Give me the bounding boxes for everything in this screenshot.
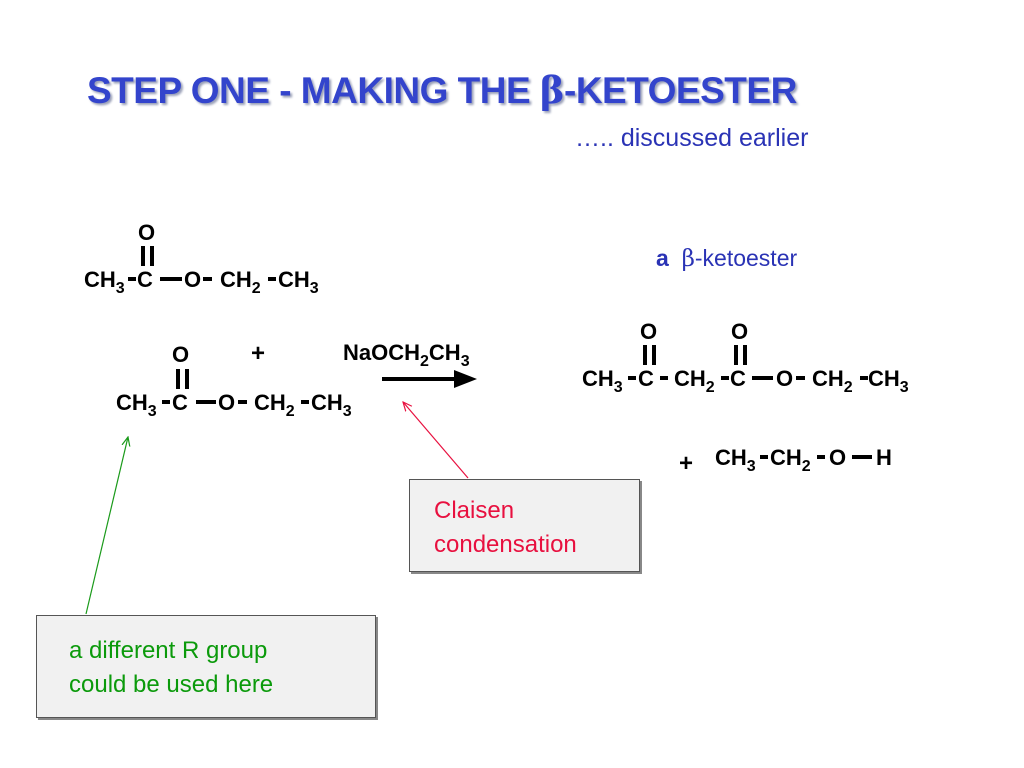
ester-oxygen: O [218,390,236,415]
single-bond [203,277,212,281]
methylene-group: CH2 [770,445,811,475]
single-bond [817,455,825,459]
single-bond [628,376,636,380]
methyl-group: CH3 [116,390,157,420]
carbonyl-oxygen: O [172,342,190,367]
double-bond-right [185,369,189,389]
single-bond [660,376,668,380]
claisen-label-line1: Claisen [434,497,515,524]
double-bond-left [176,369,180,389]
methylene-group: CH2 [674,366,715,396]
single-bond [268,277,276,281]
product-label: a β-ketoester [656,245,798,272]
claisen-pointer-arrow [403,402,469,479]
hydroxyl-oxygen: O [829,445,847,470]
methyl-group: CH3 [715,445,756,475]
methylene-group: CH2 [220,267,261,297]
single-bond [162,400,170,404]
beta-symbol: β [539,68,565,112]
single-bond [852,455,872,459]
methyl-group: CH3 [311,390,352,420]
ester-oxygen: O [776,366,794,391]
methyl-group: CH3 [582,366,623,396]
plus-sign: + [679,450,694,477]
slide-subtitle: ….. discussed earlier [575,124,809,152]
single-bond [721,376,729,380]
carbonyl-carbon-1: C [638,366,654,391]
claisen-label-line2: condensation [434,531,577,558]
double-bond-left [734,345,738,365]
methyl-group: CH3 [278,267,319,297]
beta-symbol: β [681,246,695,272]
carbonyl-oxygen-1: O [640,319,658,344]
claisen-condensation-box: Claisen condensation [409,479,640,572]
single-bond [238,400,247,404]
r-group-pointer-arrow [85,437,128,615]
double-bond-right [150,246,154,266]
carbonyl-carbon: C [137,267,153,292]
hydrogen-atom: H [876,445,892,470]
single-bond [860,376,868,380]
carbonyl-carbon: C [172,390,188,415]
single-bond [752,376,773,380]
methylene-group: CH2 [812,366,853,396]
r-group-note-line2: could be used here [69,671,274,698]
plus-sign: + [251,340,266,367]
reagent-sodium-ethoxide: NaOCH2CH3 [343,340,470,370]
double-bond-right [652,345,656,365]
carbonyl-oxygen: O [138,220,156,245]
single-bond [196,400,216,404]
double-bond-right [743,345,747,365]
single-bond [160,277,182,281]
carbonyl-oxygen-2: O [731,319,749,344]
single-bond [760,455,768,459]
methyl-group: CH3 [84,267,125,297]
r-group-note-line1: a different R group [69,637,268,664]
double-bond-left [141,246,145,266]
double-bond-left [643,345,647,365]
single-bond [301,400,309,404]
r-group-note-box: a different R group could be used here [36,615,376,718]
methylene-group: CH2 [254,390,295,420]
carbonyl-carbon-2: C [730,366,746,391]
slide-title: STEP ONE - MAKING THE β-KETOESTER [87,68,797,112]
reaction-arrow [382,370,477,388]
single-bond [128,277,136,281]
ester-oxygen: O [184,267,202,292]
single-bond [796,376,805,380]
methyl-group: CH3 [868,366,909,396]
